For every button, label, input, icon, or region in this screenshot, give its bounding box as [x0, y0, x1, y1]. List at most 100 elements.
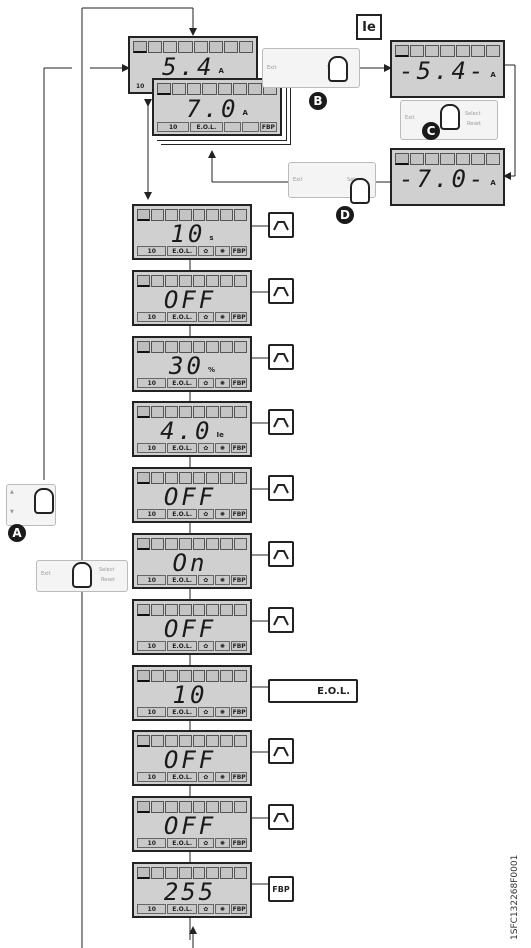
- motor-icon: ✺: [214, 312, 231, 322]
- finger-up: [72, 562, 92, 588]
- exit-key[interactable]: Exit: [293, 177, 303, 183]
- ie-icon: Ie: [356, 14, 382, 40]
- bottom-label: 10: [137, 772, 167, 782]
- fan-icon: ✿: [197, 707, 214, 717]
- bottom-label: 10: [137, 641, 167, 651]
- param-unit: Ie: [216, 431, 224, 439]
- bottom-label: E.O.L.: [167, 575, 197, 585]
- exit-key[interactable]: Exit: [41, 571, 51, 577]
- exit-key[interactable]: Exit: [405, 115, 415, 121]
- ramp-time-icon: [268, 212, 294, 238]
- motor-icon: ✺: [214, 443, 231, 453]
- stop-ramp-off-icon: [268, 607, 294, 633]
- bottom-label: FBP: [231, 575, 247, 585]
- param-value: OFF: [163, 812, 217, 840]
- fan-icon: ✿: [197, 378, 214, 388]
- bottom-label: FBP: [231, 772, 247, 782]
- param-display: OFF 10 E.O.L. ✿ ✺ FBP: [132, 599, 252, 655]
- bottom-label: E.O.L.: [167, 707, 197, 717]
- bottom-label: FBP: [231, 838, 247, 848]
- bottom-label: FBP: [231, 246, 247, 256]
- param-value: 10: [170, 220, 206, 248]
- bottom-label: 10: [137, 509, 167, 519]
- param-value: OFF: [163, 746, 217, 774]
- param-value: 255: [163, 878, 217, 906]
- bottom-label: 10: [137, 312, 167, 322]
- param-display: 10 10 E.O.L. ✿ ✺ FBP: [132, 665, 252, 721]
- bottom-label: FBP: [231, 312, 247, 322]
- fan-icon: ✿: [197, 312, 214, 322]
- select-key[interactable]: Select: [99, 567, 115, 573]
- fan-icon: ✿: [197, 575, 214, 585]
- marker-b: B: [309, 92, 327, 110]
- bottom-label: FBP: [231, 378, 247, 388]
- param-unit: %: [207, 366, 215, 374]
- flash-unit-2: A: [490, 179, 496, 187]
- second-unit: A: [242, 109, 248, 117]
- bottom-label: FBP: [231, 904, 247, 914]
- main-bottom-value: 10: [136, 83, 145, 90]
- main-unit: A: [218, 67, 224, 75]
- reset-key[interactable]: Reset: [101, 577, 115, 583]
- motor-icon: ✺: [214, 772, 231, 782]
- exit-key[interactable]: Exit: [267, 65, 277, 71]
- current-limit-icon: [268, 344, 294, 370]
- bottom-label: E.O.L.: [167, 312, 197, 322]
- underload-on-icon: [268, 541, 294, 567]
- flash-display-1: -5.4-A: [390, 40, 505, 98]
- reset-key[interactable]: Reset: [467, 121, 481, 127]
- finger-up-c: [440, 104, 460, 130]
- finger-select-d: [350, 178, 370, 204]
- down-key[interactable]: ▼: [10, 509, 14, 515]
- second-value: 7.0: [186, 95, 239, 123]
- bottom-label: FBP: [231, 641, 247, 651]
- bottom-label: FBP: [231, 443, 247, 453]
- finger-select-a: [34, 488, 54, 514]
- bottom-label: E.O.L.: [167, 443, 197, 453]
- bottom-label: 10: [157, 122, 190, 132]
- bottom-label: E.O.L.: [167, 509, 197, 519]
- bottom-label: E.O.L.: [167, 641, 197, 651]
- motor-icon: ✺: [214, 707, 231, 717]
- bottom-label: E.O.L.: [167, 378, 197, 388]
- motor-icon: ✺: [214, 575, 231, 585]
- main-value: 5.4: [162, 53, 215, 81]
- motor-icon: ✺: [214, 246, 231, 256]
- document-code: 1SFC132268F0001: [510, 854, 520, 940]
- finger-select-b: [328, 56, 348, 82]
- motor-icon: ✺: [214, 904, 231, 914]
- flash-value-1: -5.4-: [399, 57, 487, 85]
- bottom-label: E.O.L.: [167, 838, 197, 848]
- flash-value-2: -7.0-: [399, 165, 487, 193]
- param-display: OFF 10 E.O.L. ✿ ✺ FBP: [132, 796, 252, 852]
- bottom-label: E.O.L.: [190, 122, 223, 132]
- up-key[interactable]: ▲: [10, 489, 14, 495]
- motor-icon: ✺: [214, 509, 231, 519]
- bottom-label: 10: [137, 575, 167, 585]
- fan-icon: ✿: [197, 509, 214, 519]
- param-unit: s: [209, 234, 214, 242]
- param-value: OFF: [163, 615, 217, 643]
- underload-off-icon: [268, 475, 294, 501]
- bottom-label: 10: [137, 838, 167, 848]
- fan-icon: ✿: [197, 772, 214, 782]
- select-key[interactable]: Select: [465, 111, 481, 117]
- fbp-icon: FBP: [268, 876, 294, 902]
- motor-protection-icon: [268, 804, 294, 830]
- param-value: 4.0: [160, 417, 213, 445]
- bottom-label: 10: [137, 904, 167, 914]
- param-value: 30: [169, 352, 204, 380]
- param-value: OFF: [163, 483, 217, 511]
- fan-icon: ✿: [197, 443, 214, 453]
- bottom-label: 10: [137, 443, 167, 453]
